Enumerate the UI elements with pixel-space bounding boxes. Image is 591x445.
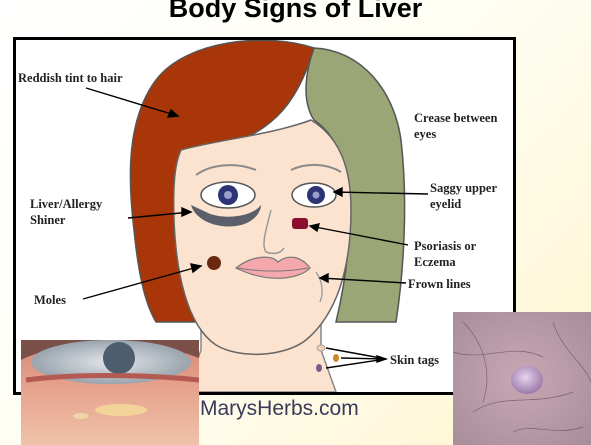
label-psoriasis-line1: Psoriasis or — [414, 238, 476, 254]
label-skin-tags: Skin tags — [390, 352, 439, 368]
label-crease-line1: Crease between — [414, 110, 497, 126]
psoriasis-patch — [292, 218, 308, 229]
label-shiner-line1: Liver/Allergy — [30, 196, 102, 212]
skin-tag-3 — [316, 364, 322, 372]
website-credit: MarysHerbs.com — [200, 397, 359, 421]
skin-tag-2 — [333, 354, 339, 362]
label-frown: Frown lines — [408, 276, 471, 292]
label-hair: Reddish tint to hair — [18, 70, 123, 86]
label-shiner-line2: Shiner — [30, 212, 65, 228]
label-saggy-line2: eyelid — [430, 196, 461, 212]
skin-tag-photo — [453, 312, 591, 445]
skin-tag-1 — [317, 345, 325, 351]
label-moles: Moles — [34, 292, 66, 308]
mole-mark — [207, 256, 221, 270]
label-psoriasis-line2: Eczema — [414, 254, 456, 270]
label-saggy-line1: Saggy upper — [430, 180, 497, 196]
eye-closeup-photo — [21, 340, 199, 445]
slide-title: Body Signs of Liver — [0, 0, 591, 24]
face — [174, 120, 351, 354]
label-crease-line2: eyes — [414, 126, 436, 142]
